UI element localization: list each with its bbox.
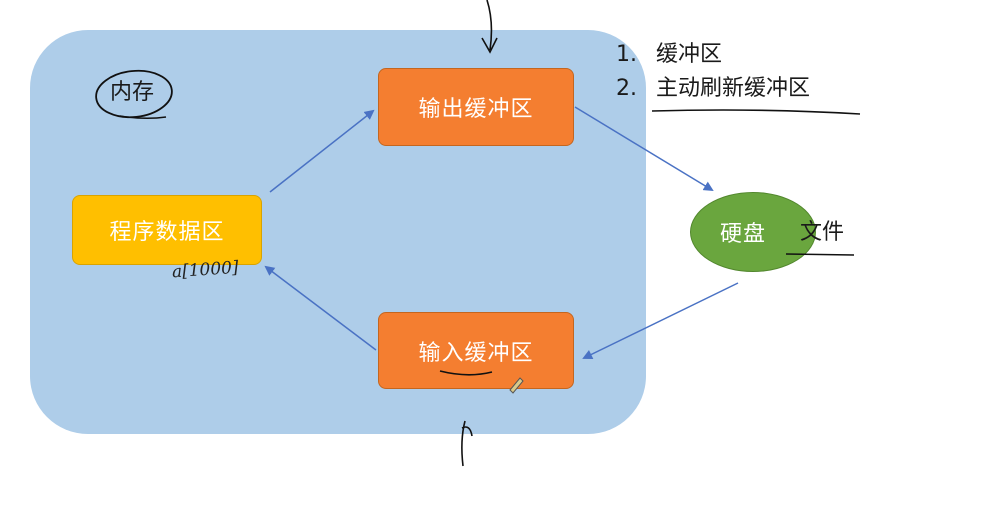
output-buffer-label: 输出缓冲区	[418, 97, 534, 122]
program-data-box: 程序数据区	[72, 195, 262, 265]
disk-node: 硬盘	[690, 192, 816, 272]
memory-label: 内存	[110, 80, 155, 105]
step-number: 1.	[616, 42, 637, 67]
input-buffer-label: 输入缓冲区	[418, 340, 534, 366]
program-data-label: 程序数据区	[109, 220, 225, 245]
steps-underline	[651, 109, 861, 115]
step-text: 缓冲区	[656, 42, 723, 67]
step-item: 2. 主动刷新缓冲区	[616, 72, 810, 106]
output-buffer-box: 输出缓冲区	[378, 68, 574, 146]
steps-list: 1. 缓冲区 2. 主动刷新缓冲区	[616, 38, 810, 106]
step-text: 主动刷新缓冲区	[656, 76, 811, 101]
step-number: 2.	[616, 76, 637, 101]
annotation-scribble: a[1000]	[171, 257, 240, 283]
file-label: 文件	[800, 220, 845, 245]
input-buffer-box: 输入缓冲区	[378, 312, 574, 389]
step-item: 1. 缓冲区	[616, 38, 810, 72]
disk-label: 硬盘	[719, 222, 766, 247]
